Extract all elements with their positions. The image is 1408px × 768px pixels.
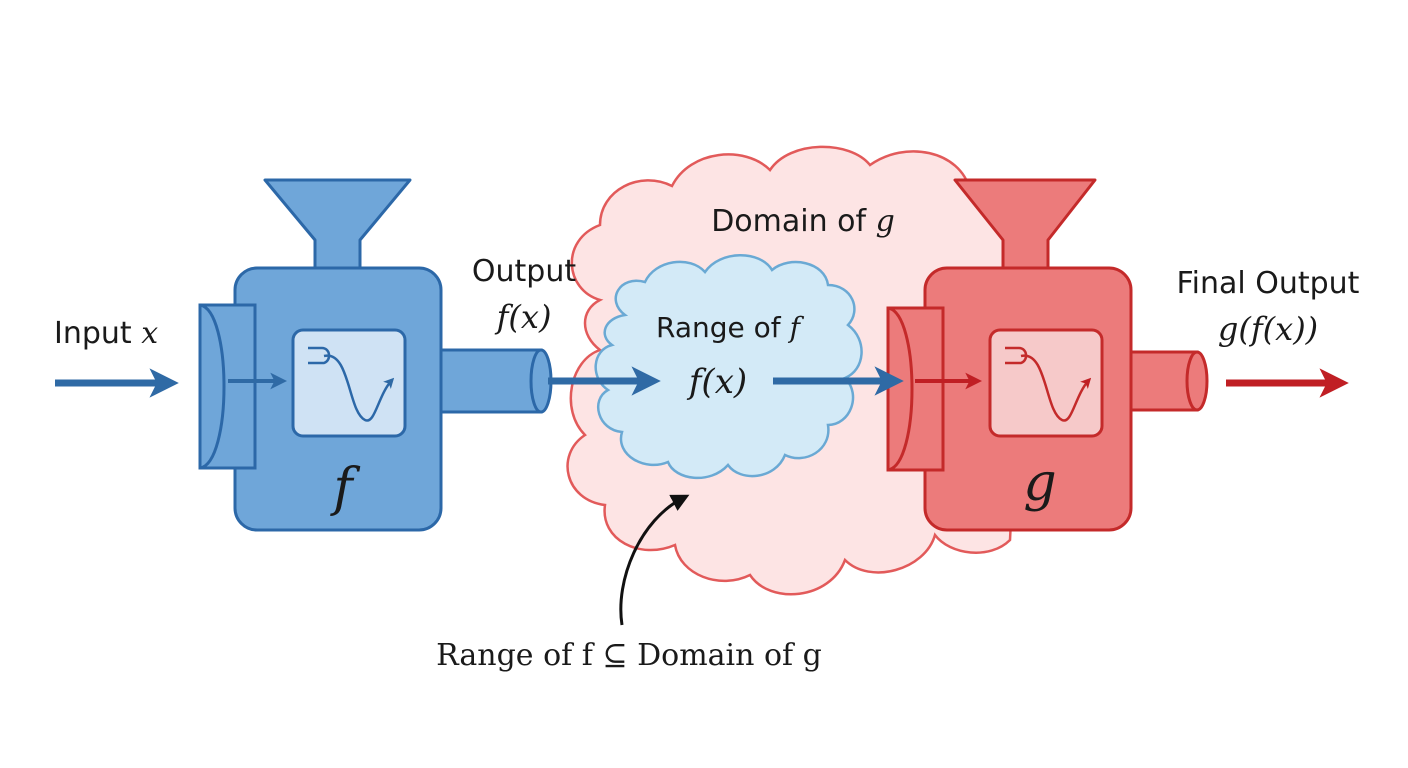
final-output-expression: g(f(x)) — [1218, 310, 1318, 348]
range-of-f-cloud — [594, 254, 863, 480]
hopper-f-icon — [263, 178, 412, 272]
outlet-pipe-f — [439, 348, 543, 414]
domain-of-g-label: Domain of g — [711, 204, 895, 239]
machine-g — [886, 178, 1209, 532]
subset-statement: Range of f ⊆ Domain of g — [436, 638, 822, 673]
intake-f — [198, 303, 257, 470]
output-label: Output — [472, 254, 576, 289]
range-of-f-label: Range of f — [656, 311, 805, 344]
flow-arrows — [55, 366, 1349, 626]
range-expression: f(x) — [686, 362, 747, 402]
machine-f — [198, 178, 553, 532]
input-label: Input x — [54, 316, 158, 351]
subset-pointer-arrow — [619, 494, 690, 626]
output-expression: f(x) — [495, 298, 552, 336]
final-output-label: Final Output — [1177, 266, 1360, 301]
intake-g — [886, 306, 945, 472]
machine-g-label: g — [1023, 453, 1056, 513]
